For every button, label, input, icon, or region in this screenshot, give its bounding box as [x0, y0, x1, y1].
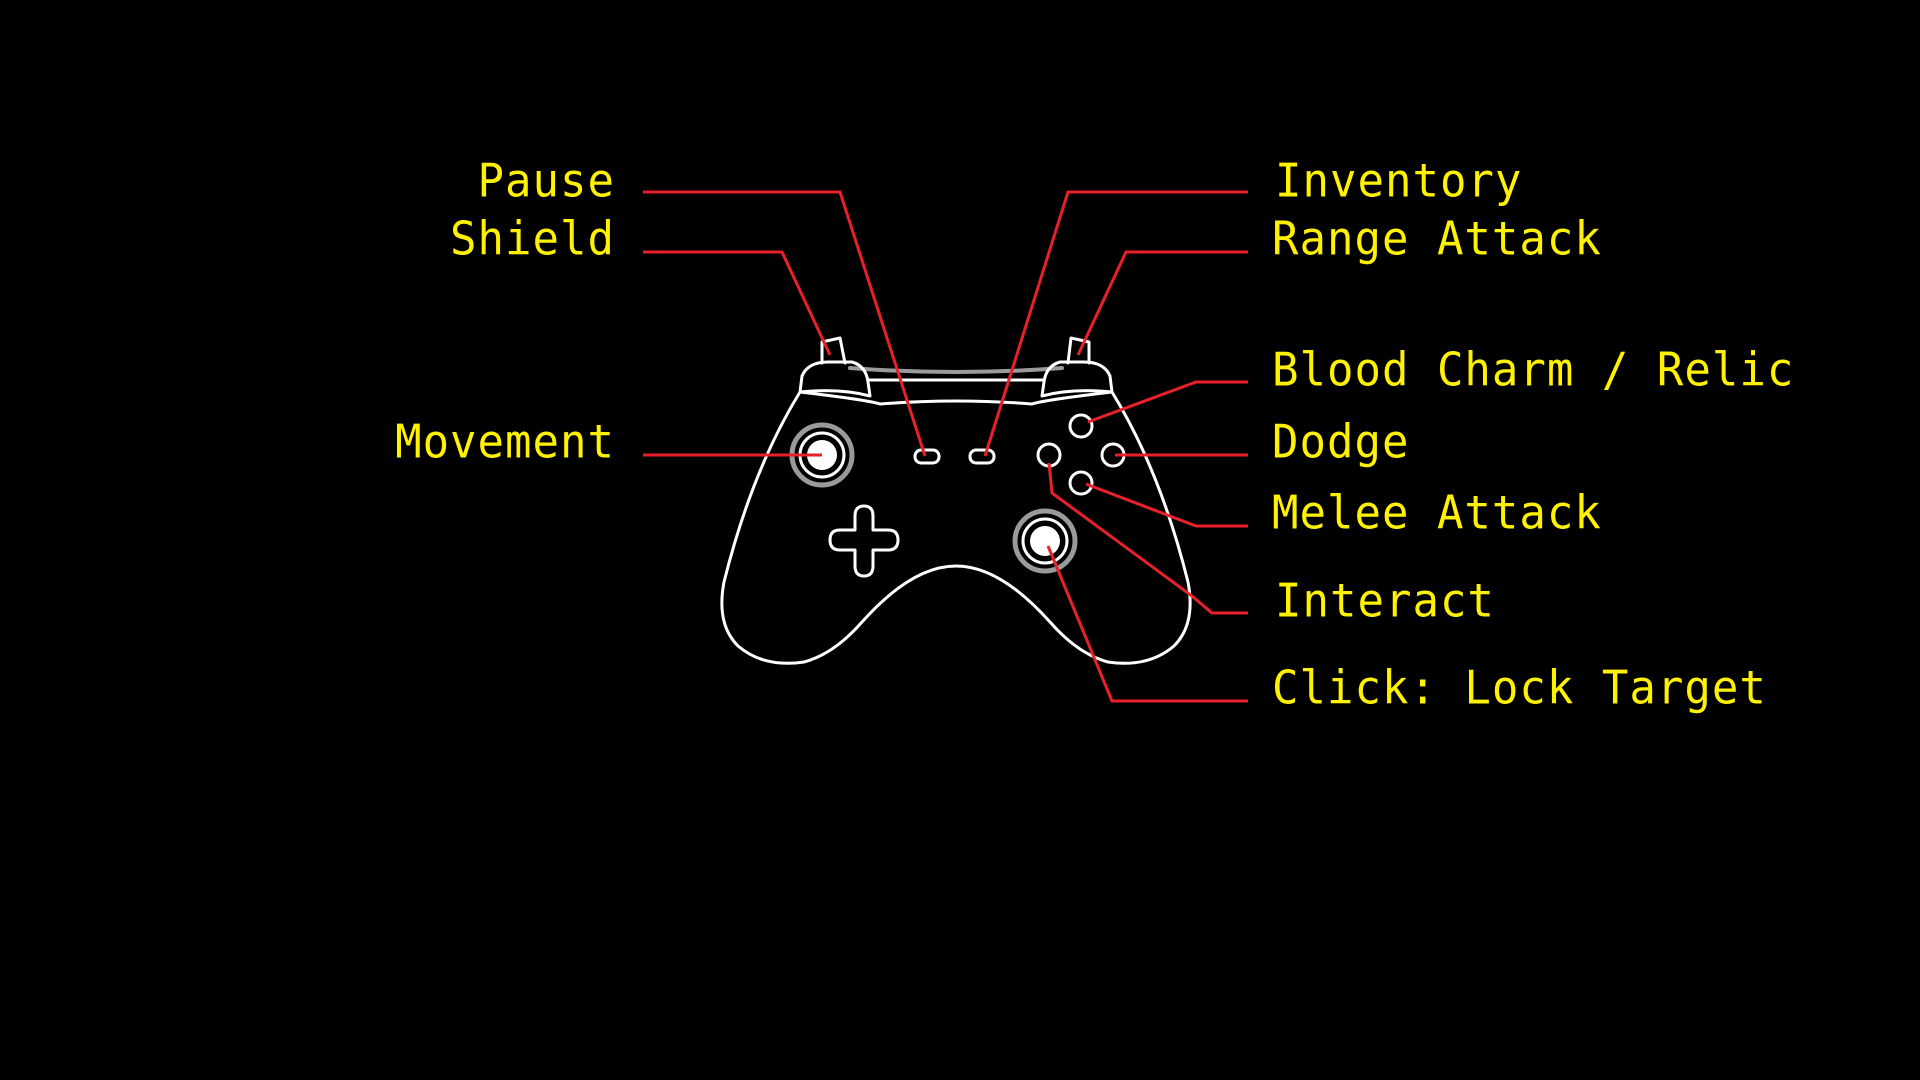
label-dodge: Dodge	[1272, 415, 1410, 470]
label-movement: Movement	[395, 415, 615, 470]
face-button-top	[1068, 413, 1094, 439]
left-trigger	[820, 336, 847, 365]
leader-line-shield	[643, 250, 832, 356]
right-bumper	[1040, 360, 1114, 398]
face-button-left	[1036, 442, 1062, 468]
controller-top-bar	[848, 366, 1064, 374]
label-interact: Interact	[1275, 574, 1495, 629]
view-button	[913, 448, 941, 465]
leader-line-pause	[643, 190, 927, 457]
leader-line-blood-charm-relic	[1087, 380, 1248, 424]
label-inventory: Inventory	[1275, 154, 1523, 209]
dpad-icon	[828, 504, 900, 578]
label-range-attack: Range Attack	[1272, 212, 1602, 267]
label-pause: Pause	[477, 154, 615, 209]
left-bumper	[798, 360, 872, 398]
label-melee-attack: Melee Attack	[1272, 486, 1602, 541]
controller-body	[720, 390, 1192, 665]
menu-button	[968, 448, 996, 465]
gamepad-icon	[720, 336, 1192, 665]
leader-line-click-lock-target	[1046, 545, 1248, 703]
label-shield: Shield	[450, 212, 615, 267]
right-stick-cap	[1030, 526, 1060, 556]
right-stick-ring	[1012, 508, 1078, 574]
leader-line-range-attack	[1076, 250, 1248, 356]
label-blood-charm-relic: Blood Charm / Relic	[1272, 343, 1795, 398]
leader-line-interact	[1047, 462, 1248, 615]
face-button-bottom	[1068, 470, 1094, 496]
leader-line-inventory	[983, 190, 1248, 457]
label-click-lock-target: Click: Lock Target	[1272, 661, 1767, 716]
leader-line-melee-attack	[1085, 482, 1248, 528]
right-stick	[1021, 517, 1069, 565]
right-trigger	[1066, 336, 1091, 365]
